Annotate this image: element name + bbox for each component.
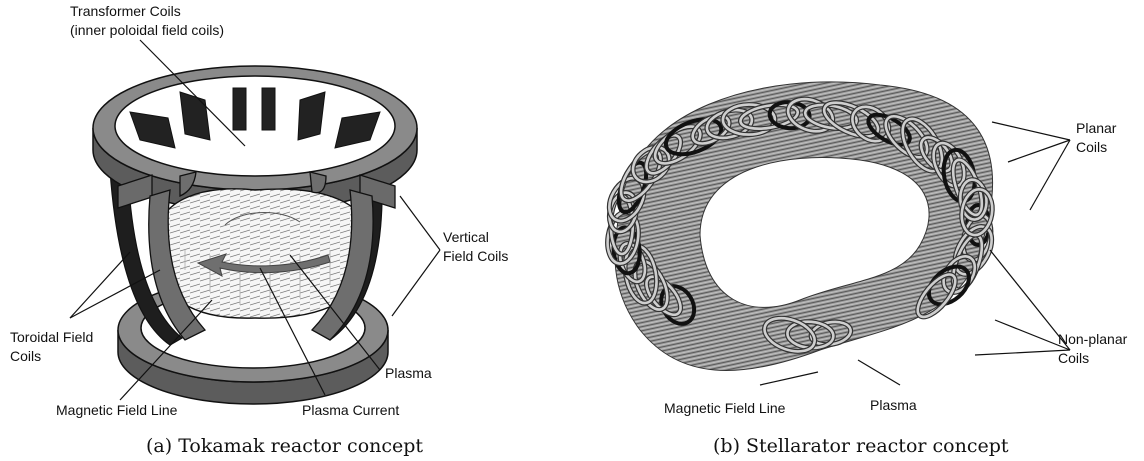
label-plasma: Plasma (385, 365, 432, 381)
label-magnetic-field-line: Magnetic Field Line (56, 402, 178, 418)
label-planar-coils-sub: Coils (1076, 139, 1107, 155)
label-planar-coils: Planar (1076, 120, 1117, 136)
caption-stellarator: (b) Stellarator reactor concept (713, 435, 1009, 457)
label-transformer-coils-sub: (inner poloidal field coils) (70, 22, 224, 38)
label-non-planar-coils-sub: Coils (1058, 350, 1089, 366)
label-vertical-field-coils: Vertical (443, 229, 489, 245)
label-stellarator-plasma: Plasma (870, 397, 917, 413)
label-non-planar-coils: Non-planar (1058, 331, 1128, 347)
stellarator-illustration: Planar Coils Non-planar Coils Magnetic F… (602, 82, 1127, 457)
label-vertical-field-coils-sub: Field Coils (443, 248, 508, 264)
label-transformer-coils: Transformer Coils (70, 3, 181, 19)
tokamak-illustration: Transformer Coils (inner poloidal field … (10, 3, 508, 457)
label-plasma-current: Plasma Current (302, 402, 399, 418)
caption-tokamak: (a) Tokamak reactor concept (146, 435, 423, 457)
label-toroidal-field-coils-sub: Coils (10, 348, 41, 364)
label-toroidal-field-coils: Toroidal Field (10, 329, 93, 345)
label-stellarator-field-line: Magnetic Field Line (664, 400, 786, 416)
